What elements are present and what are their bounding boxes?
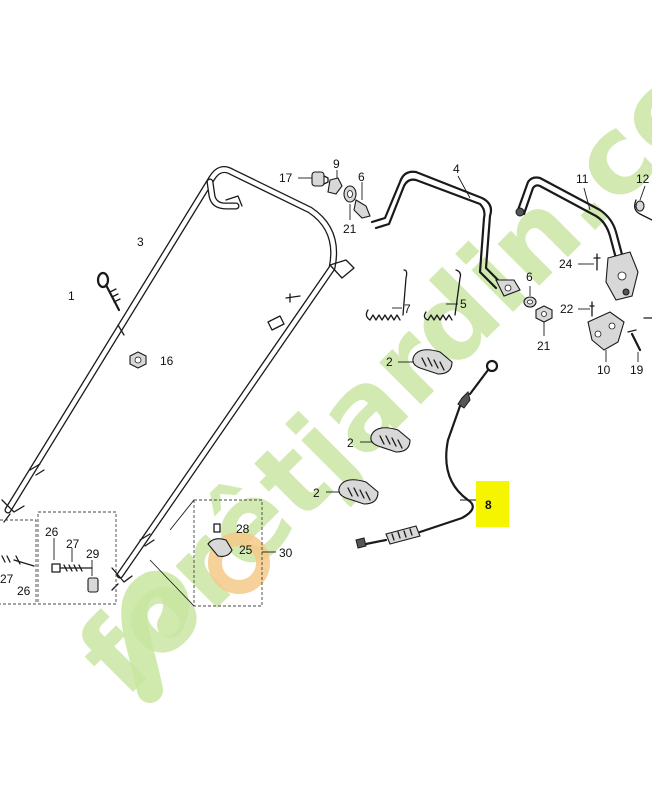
spring-part-7 bbox=[365, 269, 408, 321]
label-22: 22 bbox=[560, 302, 574, 316]
fastener-cluster-17-9-6-21 bbox=[298, 170, 371, 220]
label-7: 7 bbox=[404, 302, 411, 316]
pin-part-24 bbox=[578, 253, 601, 271]
label-27b: 27 bbox=[0, 572, 14, 586]
detail-box-far-left bbox=[0, 519, 37, 605]
detail-box-left bbox=[37, 511, 117, 605]
bolt-part-1 bbox=[96, 271, 121, 312]
detail-box-30 bbox=[149, 499, 276, 607]
clip-part-12 bbox=[634, 185, 652, 221]
label-11: 11 bbox=[576, 172, 589, 186]
main-handle-part-3 bbox=[1, 166, 355, 591]
label-10: 10 bbox=[597, 363, 611, 377]
label-8: 8 bbox=[485, 498, 492, 512]
label-2a: 2 bbox=[386, 355, 393, 369]
callout-labels: 1 2 2 2 3 4 5 6 6 7 8 9 10 11 12 16 17 1… bbox=[0, 157, 650, 598]
label-2c: 2 bbox=[313, 486, 320, 500]
label-26b: 26 bbox=[17, 584, 31, 598]
lever-rod-part-4 bbox=[370, 170, 521, 297]
label-27a: 27 bbox=[66, 537, 80, 551]
label-16: 16 bbox=[160, 354, 174, 368]
lever-part-11 bbox=[515, 176, 639, 301]
grip-part-2-top bbox=[398, 349, 453, 375]
highlight-box-part-8 bbox=[476, 481, 509, 527]
label-25: 25 bbox=[239, 543, 253, 557]
label-21a: 21 bbox=[343, 222, 357, 236]
label-30: 30 bbox=[279, 546, 293, 560]
spring-part-5 bbox=[423, 269, 462, 321]
label-4: 4 bbox=[453, 162, 460, 176]
label-9: 9 bbox=[333, 157, 340, 171]
label-6b: 6 bbox=[526, 270, 533, 284]
label-1: 1 bbox=[68, 289, 75, 303]
label-26a: 26 bbox=[45, 525, 59, 539]
label-6a: 6 bbox=[358, 170, 365, 184]
grip-part-2-bottom bbox=[326, 479, 379, 505]
label-3: 3 bbox=[137, 235, 144, 249]
nut-part-16 bbox=[129, 351, 147, 369]
label-2b: 2 bbox=[347, 436, 354, 450]
grip-part-2-middle bbox=[360, 427, 411, 453]
label-12: 12 bbox=[636, 172, 650, 186]
label-28: 28 bbox=[236, 522, 250, 536]
label-17: 17 bbox=[279, 171, 293, 185]
label-29: 29 bbox=[86, 547, 100, 561]
label-5: 5 bbox=[460, 297, 467, 311]
bracket-part-10 bbox=[578, 301, 652, 362]
cable-part-8 bbox=[355, 359, 499, 549]
label-21b: 21 bbox=[537, 339, 551, 353]
washer-nut-6-21-right bbox=[523, 286, 553, 336]
label-24: 24 bbox=[559, 257, 573, 271]
label-19: 19 bbox=[630, 363, 644, 377]
